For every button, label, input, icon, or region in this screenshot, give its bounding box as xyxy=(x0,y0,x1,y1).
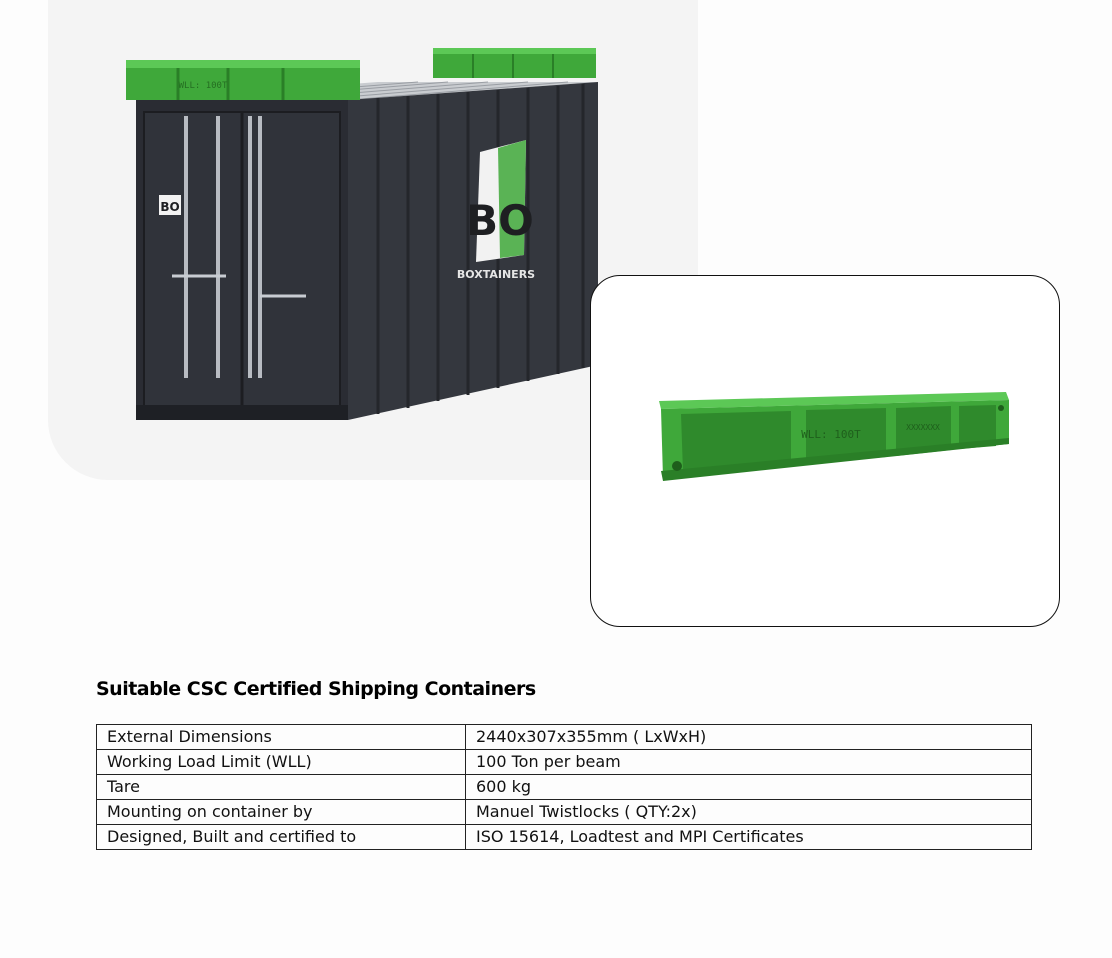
spec-value: 2440x307x355mm ( LxWxH) xyxy=(465,724,1032,750)
beam-detail-callout: WLL: 100T XXXXXXX xyxy=(590,275,1060,627)
spec-value: 600 kg xyxy=(465,774,1032,800)
lifting-beam-illustration: WLL: 100T XXXXXXX xyxy=(659,392,1009,481)
spec-label: Working Load Limit (WLL) xyxy=(96,749,466,775)
spec-label: Tare xyxy=(96,774,466,800)
front-beam-marking: WLL: 100T xyxy=(179,81,228,91)
container-with-beams-illustration: BO BOXTAINERS BO WLL: 100T xyxy=(126,48,598,420)
table-row: External Dimensions 2440x307x355mm ( LxW… xyxy=(96,724,1032,750)
spec-label: Designed, Built and certified to xyxy=(96,824,466,850)
spec-label: External Dimensions xyxy=(96,724,466,750)
spec-title: Suitable CSC Certified Shipping Containe… xyxy=(96,678,536,700)
side-logo-text: BO xyxy=(466,196,534,245)
spec-table: External Dimensions 2440x307x355mm ( LxW… xyxy=(96,724,1032,850)
spec-value: Manuel Twistlocks ( QTY:2x) xyxy=(465,799,1032,825)
beam-serial-marking: XXXXXXX xyxy=(906,423,940,432)
spec-label: Mounting on container by xyxy=(96,799,466,825)
table-row: Tare 600 kg xyxy=(96,774,1032,800)
table-row: Working Load Limit (WLL) 100 Ton per bea… xyxy=(96,749,1032,775)
table-row: Designed, Built and certified to ISO 156… xyxy=(96,824,1032,850)
hero-product-image: BO BOXTAINERS BO WLL: 100T xyxy=(48,0,698,480)
spec-value: 100 Ton per beam xyxy=(465,749,1032,775)
spec-value: ISO 15614, Loadtest and MPI Certificates xyxy=(465,824,1032,850)
door-logo-text: BO xyxy=(160,200,179,214)
table-row: Mounting on container by Manuel Twistloc… xyxy=(96,799,1032,825)
side-brand-text: BOXTAINERS xyxy=(457,268,535,281)
beam-wll-marking: WLL: 100T xyxy=(801,428,861,441)
